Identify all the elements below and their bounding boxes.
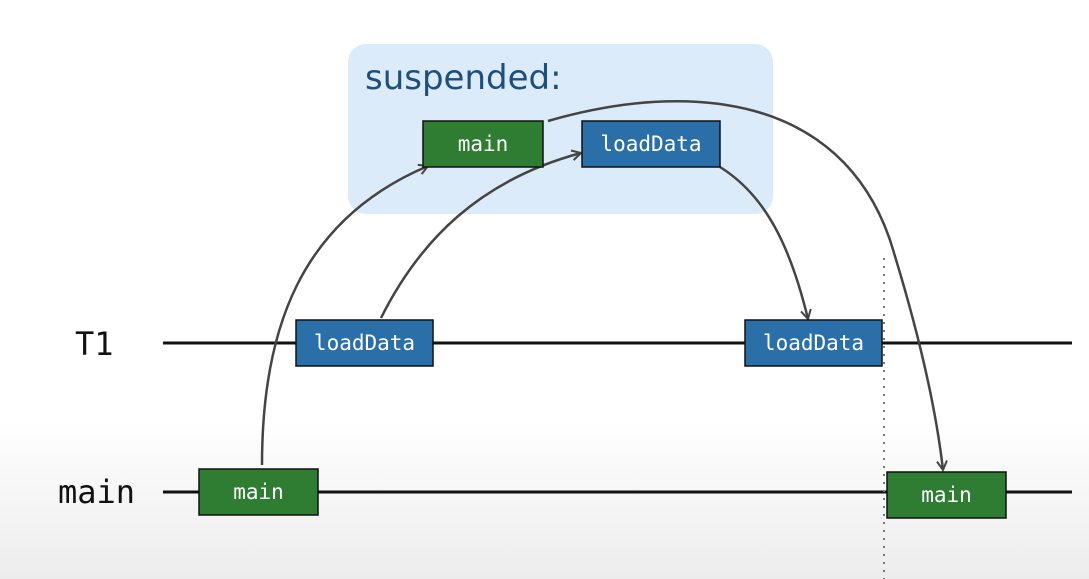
t1-loaddata-block-1-label: loadData: [314, 331, 415, 355]
thread-t1-label: T1: [75, 325, 114, 363]
arrow-main-to-suspended-main: [260, 166, 428, 466]
suspended-area: [348, 44, 773, 214]
arrow-t1-loaddata-to-suspended-loaddata: [379, 153, 581, 319]
t1-loaddata-block-1: loadData: [295, 319, 434, 367]
t1-loaddata-block-2-label: loadData: [763, 331, 864, 355]
suspended-main-block: main: [422, 120, 544, 168]
main-thread-main-block-1-label: main: [233, 480, 284, 504]
main-thread-main-block-2: main: [886, 471, 1007, 519]
suspended-main-block-label: main: [458, 132, 509, 156]
suspended-loaddata-block-label: loadData: [600, 132, 701, 156]
suspended-loaddata-block: loadData: [581, 120, 721, 168]
t1-loaddata-block-2: loadData: [744, 319, 883, 367]
thread-main-label: main: [58, 473, 135, 511]
arrow-suspended-main-to-main-thread: [547, 100, 943, 470]
arrow-suspended-loaddata-to-t1-loaddata: [719, 165, 808, 319]
main-thread-main-block-1: main: [198, 468, 319, 516]
main-thread-main-block-2-label: main: [921, 483, 972, 507]
suspended-label: suspended:: [365, 58, 562, 98]
